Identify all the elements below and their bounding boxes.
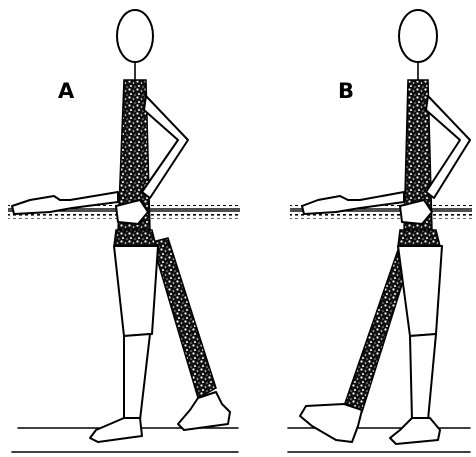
arm-b	[426, 96, 470, 198]
front-foot-b	[390, 418, 440, 444]
panel-a: A	[8, 10, 240, 452]
head-a	[117, 10, 153, 62]
front-foot-a	[90, 418, 142, 442]
rear-foot-a	[178, 392, 230, 430]
rear-foot-b	[300, 404, 362, 442]
front-shank-a	[124, 334, 150, 420]
pelvis-b	[398, 230, 440, 246]
front-thigh-b	[398, 246, 442, 336]
front-shank-b	[410, 334, 436, 420]
panel-b: B	[288, 10, 472, 452]
panel-label-a: A	[58, 79, 75, 103]
rear-leg-a	[152, 238, 216, 398]
arm-a	[142, 96, 188, 198]
front-thigh-a	[114, 246, 158, 336]
head-b	[399, 10, 437, 62]
panel-label-b: B	[338, 79, 354, 103]
pelvis-a	[114, 230, 156, 246]
